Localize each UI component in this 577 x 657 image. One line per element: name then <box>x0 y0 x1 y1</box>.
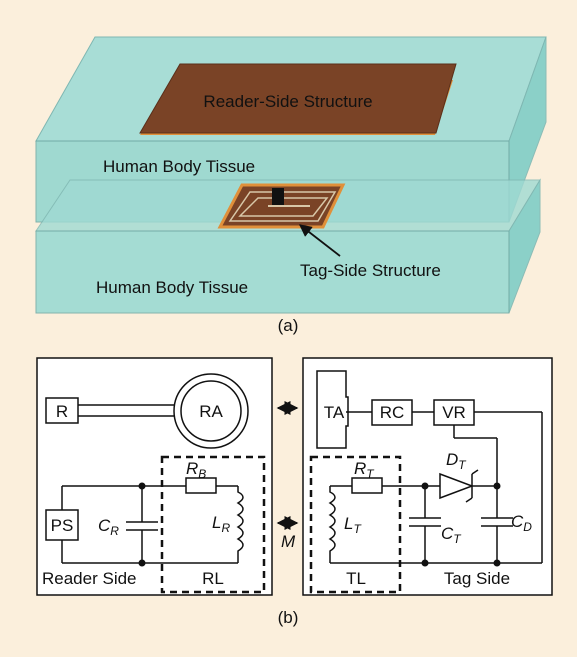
node-dot <box>421 559 429 567</box>
rb-label: RB <box>186 459 206 481</box>
rc-box <box>371 399 413 426</box>
node-dot <box>421 482 429 490</box>
rl-label: RL <box>202 569 224 588</box>
lr-label: LR <box>212 513 230 535</box>
dt-diode <box>439 472 475 500</box>
lt-label: LT <box>344 514 362 536</box>
rt-label: RT <box>354 459 375 481</box>
cr-label: CR <box>98 516 119 538</box>
tag-side-label: Tag Side <box>444 569 510 588</box>
ra-label: RA <box>199 402 223 421</box>
reader-side-label: Reader Side <box>42 569 137 588</box>
reader-structure-label: Reader-Side Structure <box>203 92 372 111</box>
rl-dashed-box <box>160 455 266 594</box>
reader-side-structure: Reader-Side Structure <box>139 63 457 135</box>
vr-label: VR <box>442 403 466 422</box>
tl-dashed-box <box>309 455 402 594</box>
tag-pointer-arrow <box>299 224 341 257</box>
tl-label: TL <box>346 569 366 588</box>
lower-tissue-label: Human Body Tissue <box>96 278 248 297</box>
ct-label: CT <box>441 524 462 546</box>
lt-inductor <box>328 486 336 563</box>
caption-a: (a) <box>278 316 299 335</box>
tag-panel <box>302 357 553 596</box>
node-dot <box>138 482 146 490</box>
lr-inductor <box>236 486 244 563</box>
upper-tissue-label: Human Body Tissue <box>103 157 255 176</box>
coupling-m-label: M <box>281 532 296 551</box>
r-box <box>45 397 79 424</box>
ra-antenna-inner <box>180 380 242 442</box>
node-dot <box>493 482 501 490</box>
node-dot <box>493 559 501 567</box>
ps-label: PS <box>51 516 74 535</box>
cd-label: CD <box>511 512 532 534</box>
tag-side-structure <box>217 183 346 229</box>
node-dot <box>138 559 146 567</box>
lower-tissue-front <box>35 230 510 314</box>
ta-antenna <box>316 370 349 449</box>
rc-label: RC <box>380 403 405 422</box>
ta-label: TA <box>324 403 345 422</box>
dt-label: DT <box>446 450 467 472</box>
tag-structure-label: Tag-Side Structure <box>300 261 441 280</box>
caption-b: (b) <box>278 608 299 627</box>
reader-panel <box>36 357 273 596</box>
r-label: R <box>56 402 68 421</box>
